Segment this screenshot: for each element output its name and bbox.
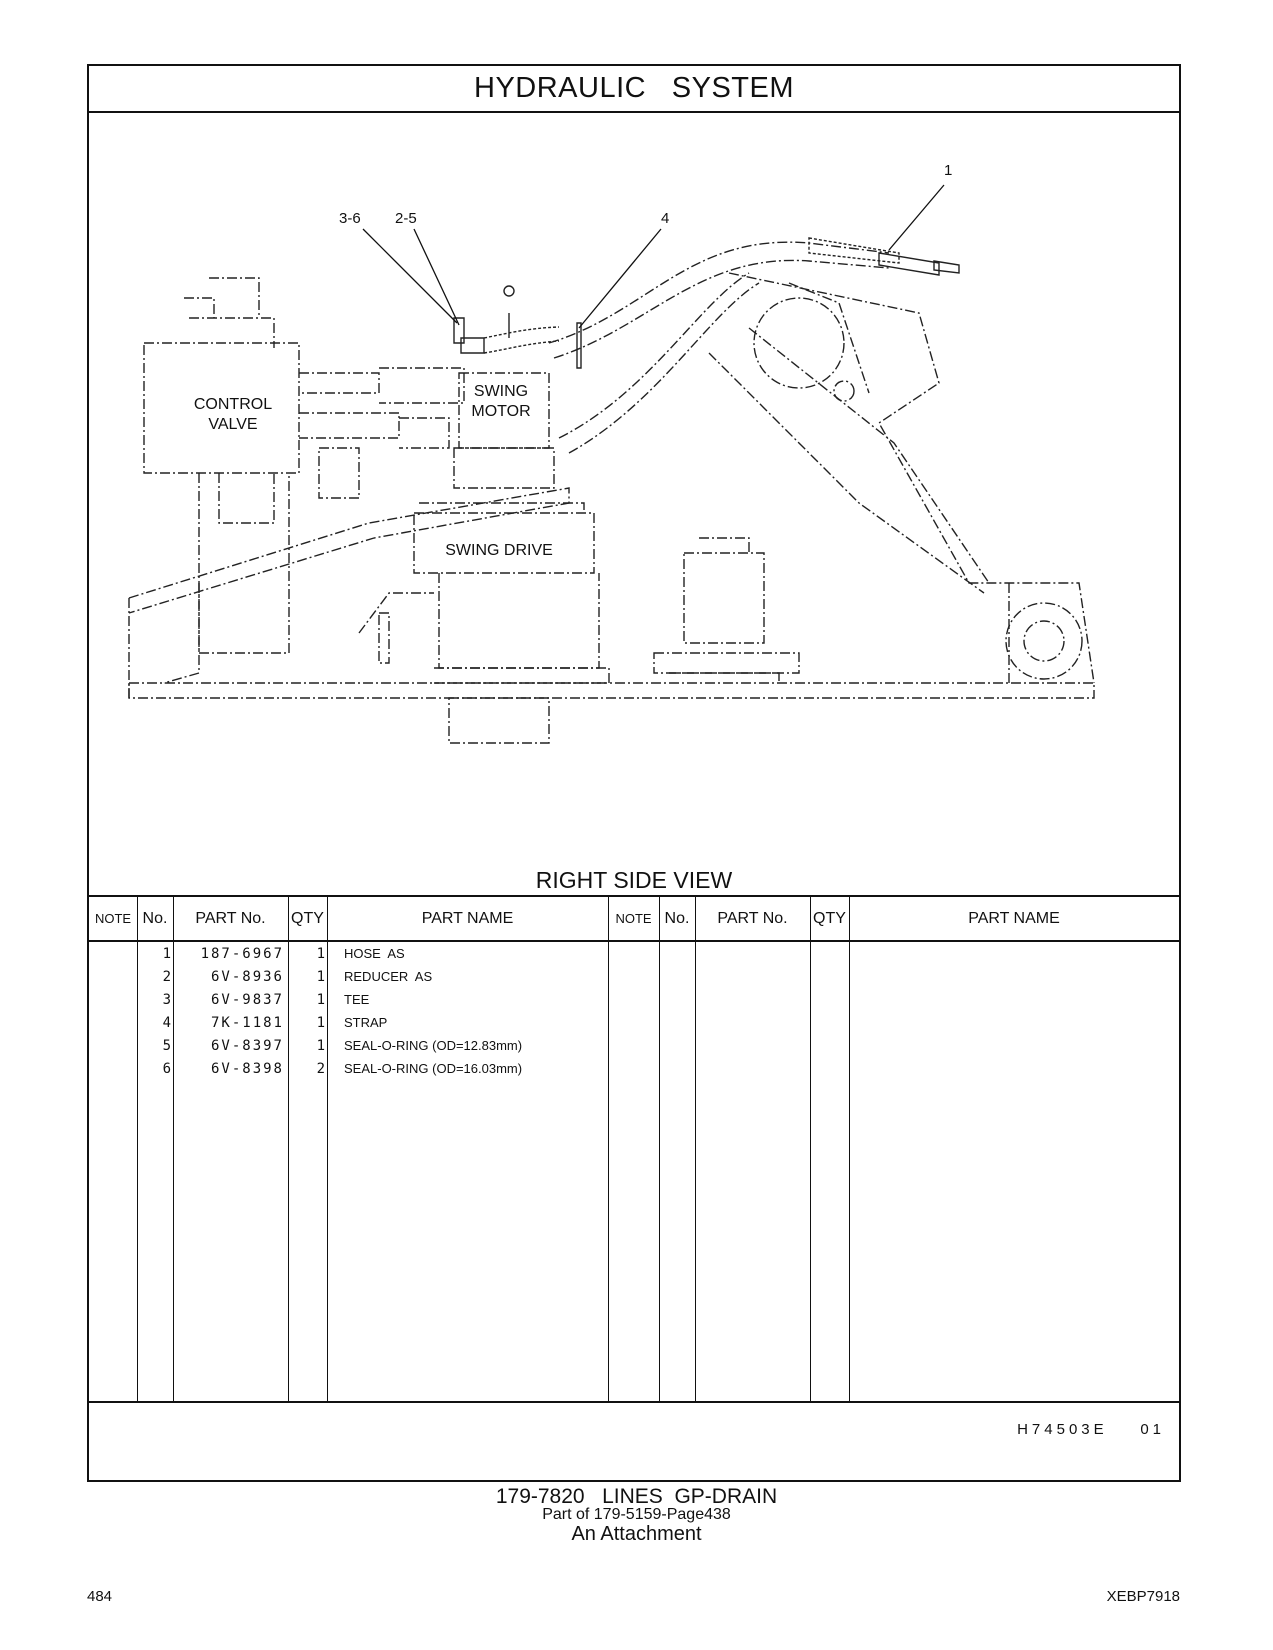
hydraulic-drawing: 1 3-6 2-5 4 CONTROL VALVE SWING MOTOR SW… [89,113,1179,896]
col-divider [849,897,850,1401]
row-part-name: HOSE AS [344,946,405,961]
col-divider [173,897,174,1401]
header-qty: QTY [288,897,327,942]
leader-line-3-6 [362,228,458,324]
callout-1: 1 [944,162,952,179]
leader-line-4 [578,228,662,329]
header-note: NOTE [89,897,137,942]
swing-motor-label-line2: MOTOR [471,403,530,420]
row-part-name: SEAL-O-RING (OD=12.83mm) [344,1038,523,1053]
header-no: No. [137,897,173,942]
header-note-right: NOTE [608,897,659,942]
part-of-reference: Part of 179-5159-Page438 [542,1506,731,1523]
col-divider [327,897,328,1401]
row-no: 4 [162,1015,171,1031]
leader-line-1 [888,184,945,251]
header-part-no: PART No. [173,897,288,942]
col-divider [659,897,660,1401]
control-valve-label-line1: CONTROL [194,396,272,413]
row-part-no: 6V-8398 [210,1061,284,1077]
row-no: 1 [162,946,171,962]
callout-2-5: 2-5 [395,210,417,227]
row-part-no: 7K-1181 [210,1015,284,1031]
page-title: HYDRAULIC SYSTEM [89,66,1179,113]
col-divider [137,897,138,1401]
assembly-title: 179-7820 LINES GP-DRAIN [495,1485,778,1508]
header-part-name-right: PART NAME [849,897,1179,942]
row-qty: 1 [316,1015,325,1031]
header-qty-right: QTY [810,897,849,942]
callout-3-6: 3-6 [339,210,361,227]
row-part-no: 6V-8397 [210,1038,284,1054]
swing-drive-label: SWING DRIVE [445,542,553,559]
row-part-no: 6V-8936 [210,969,284,985]
row-part-name: STRAP [344,1015,388,1030]
header-part-no-right: PART No. [695,897,810,942]
row-no: 3 [162,992,171,1008]
drawing-reference-code: H74503E 01 [1017,1421,1165,1438]
row-part-name: SEAL-O-RING (OD=16.03mm) [344,1061,523,1076]
row-part-no: 187-6967 [200,946,284,962]
col-divider [608,897,609,1401]
row-qty: 2 [316,1061,325,1077]
leader-line-2-5 [413,228,460,326]
document-code: XEBP7918 [1106,1588,1180,1605]
header-part-name: PART NAME [327,897,608,942]
col-divider [695,897,696,1401]
row-part-no: 6V-9837 [210,992,284,1008]
assembly-subtitle: Part of 179-5159-Page438 An Attachment [0,1506,1273,1544]
page-number: 484 [87,1588,113,1605]
col-divider [810,897,811,1401]
right-side-view-illustration: 1 3-6 2-5 4 CONTROL VALVE SWING MOTOR SW… [128,162,1095,744]
view-caption: RIGHT SIDE VIEW [535,867,733,893]
page-frame: HYDRAULIC SYSTEM [87,64,1181,1482]
control-valve-label-line2: VALVE [208,416,257,433]
row-qty: 1 [316,992,325,1008]
header-no-right: No. [659,897,695,942]
attachment-label: An Attachment [571,1523,702,1545]
row-no: 2 [162,969,171,985]
row-qty: 1 [316,1038,325,1054]
row-part-name: TEE [344,992,370,1007]
col-divider [288,897,289,1401]
swing-motor-label-line1: SWING [474,383,528,400]
row-no: 5 [162,1038,171,1054]
callout-4: 4 [661,210,669,227]
parts-table: NOTE No. PART No. QTY PART NAME NOTE No.… [89,895,1179,1403]
row-qty: 1 [316,946,325,962]
row-no: 6 [162,1061,171,1077]
row-part-name: REDUCER AS [344,969,433,984]
row-qty: 1 [316,969,325,985]
